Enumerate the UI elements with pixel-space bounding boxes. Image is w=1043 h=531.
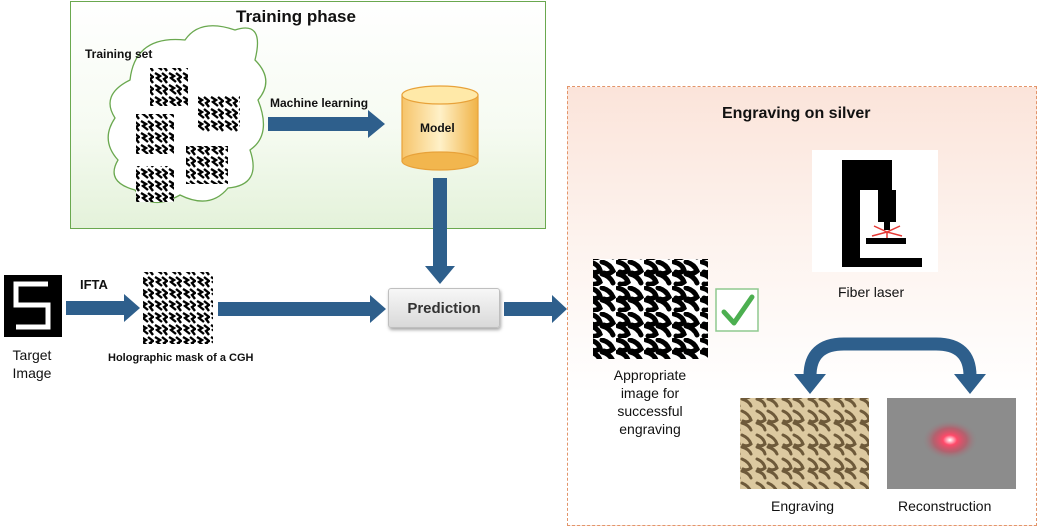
prediction-to-engraving-arrow (504, 295, 567, 323)
training-sample-4 (186, 146, 228, 184)
engraving-on-silver-title: Engraving on silver (722, 105, 871, 122)
machine-learning-label: Machine learning (270, 96, 369, 110)
prediction-box: Prediction (388, 288, 500, 328)
appropriate-line-3: successful (617, 403, 683, 419)
reconstruction-image (887, 398, 1016, 489)
appropriate-line-2: image for (620, 385, 680, 401)
holographic-mask-image (143, 272, 213, 344)
split-arrow (794, 337, 986, 394)
model-label: Model (420, 121, 455, 135)
model-cylinder (401, 85, 479, 171)
checkmark-icon (715, 288, 759, 332)
ml-arrow (268, 110, 385, 138)
mask-to-prediction-arrow (218, 295, 386, 323)
reconstruction-label: Reconstruction (898, 498, 992, 514)
target-image-icon (4, 275, 62, 337)
training-set-label: Training set (85, 47, 153, 61)
appropriate-image (593, 259, 708, 359)
training-phase-title: Training phase (236, 7, 356, 26)
appropriate-image-label: Appropriate image for successful engravi… (595, 366, 705, 438)
engraving-image (740, 398, 869, 489)
target-label-line-1: Target (12, 347, 52, 363)
training-sample-5 (136, 166, 174, 202)
ifta-label: IFTA (80, 277, 108, 292)
target-image-label: Target Image (6, 346, 58, 382)
fiber-laser-label: Fiber laser (838, 284, 905, 300)
appropriate-line-1: Appropriate (613, 367, 687, 383)
training-sample-2 (198, 96, 240, 132)
target-label-line-2: Image (12, 365, 52, 381)
fiber-laser-icon (812, 150, 938, 272)
training-sample-3 (136, 114, 174, 154)
engraving-label: Engraving (771, 498, 835, 514)
model-to-prediction-arrow (425, 178, 455, 284)
ifta-arrow (66, 294, 140, 322)
appropriate-line-4: engraving (619, 421, 681, 437)
training-sample-1 (150, 68, 188, 106)
holographic-mask-label: Holographic mask of a CGH (108, 352, 254, 364)
